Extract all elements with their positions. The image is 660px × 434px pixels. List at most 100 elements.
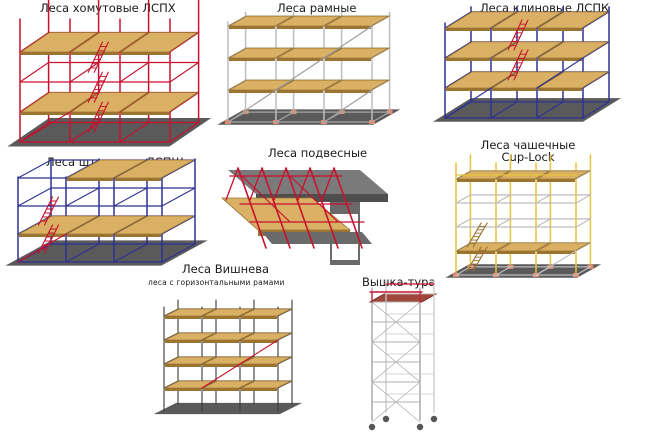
plank-edge [165, 388, 201, 391]
plank-edge [21, 52, 69, 55]
diagonal-brace [17, 233, 67, 263]
diagonal-brace [239, 339, 279, 365]
ground-slab [153, 402, 303, 415]
ladder-rail [43, 224, 60, 254]
transom [575, 242, 591, 252]
diagonal-brace [227, 89, 277, 123]
plank-edge [538, 28, 582, 31]
transom [201, 356, 217, 365]
transom [495, 218, 511, 228]
label-lspk: Леса клиновые ЛСПК [480, 1, 610, 15]
ladder-rail [87, 101, 103, 133]
transom [161, 159, 196, 179]
plank-edge [203, 388, 239, 391]
ladder-rail [466, 246, 482, 272]
ladder-rail [472, 246, 488, 272]
transom [275, 111, 295, 123]
illustration-lspsh [5, 158, 208, 266]
plank-edge [537, 179, 575, 182]
transom [536, 11, 564, 29]
plank-edge [537, 251, 575, 254]
plank-edge [538, 58, 582, 61]
plank-edge [241, 364, 277, 367]
illustration-vishneva [153, 299, 303, 415]
ladder-rail [87, 71, 103, 103]
plank-edge [241, 316, 277, 319]
tower-diagonal [371, 341, 421, 383]
ladder-rail [93, 41, 109, 73]
ladder-rail [466, 222, 482, 248]
label-cuplock-2: Cup-Lock [501, 150, 555, 164]
transom [119, 61, 150, 83]
transom [119, 91, 150, 113]
transom [575, 218, 591, 228]
transom [113, 243, 148, 263]
illustration-lspkh [7, 0, 212, 147]
transom [69, 121, 100, 143]
label-hanging: Леса подвесные [268, 146, 368, 160]
transom [490, 11, 518, 29]
illustration-lspk [433, 6, 621, 122]
transom [169, 31, 200, 53]
transom [495, 266, 511, 276]
transom [113, 215, 148, 235]
transom [19, 31, 50, 53]
transom [65, 159, 100, 179]
hanger-strut [297, 167, 311, 201]
transom [490, 101, 518, 119]
ladder-rail [37, 224, 54, 254]
transom [371, 79, 391, 91]
transom [275, 47, 295, 59]
plank-edge [277, 90, 323, 93]
ladder-rail [513, 49, 529, 81]
transom [201, 404, 217, 413]
ladder-rail [93, 101, 109, 133]
transom [371, 47, 391, 59]
plank-edge [492, 28, 536, 31]
plank-edge [229, 26, 275, 29]
plank-edge [115, 178, 161, 181]
wheel [416, 423, 424, 431]
plank-edge [325, 90, 371, 93]
illustration-frame [217, 11, 401, 125]
transom [277, 404, 293, 413]
ladder-rail [507, 49, 523, 81]
plank-edge [277, 26, 323, 29]
plank-edge [497, 179, 535, 182]
label-lspkh: Леса хомутовые ЛСПХ [40, 1, 176, 15]
transom [17, 215, 52, 235]
plank-edge [165, 316, 201, 319]
transom [277, 356, 293, 365]
plank-edge [229, 90, 275, 93]
transom [455, 194, 471, 204]
transom [575, 194, 591, 204]
wheel [368, 423, 376, 431]
diagonal-brace [535, 250, 577, 276]
transom [275, 15, 295, 27]
transom [119, 121, 150, 143]
wheel [430, 415, 438, 423]
ladder-rail [507, 19, 523, 51]
transom [490, 41, 518, 59]
transom [161, 187, 196, 207]
transom [536, 101, 564, 119]
transom [239, 380, 255, 389]
plank-edge [277, 58, 323, 61]
transom [582, 41, 610, 59]
hanger-pole [333, 167, 363, 249]
plank-edge [71, 52, 119, 55]
transom [65, 215, 100, 235]
ground-slab [217, 109, 401, 125]
ground-slab [433, 98, 621, 122]
transom [17, 187, 52, 207]
hanger-pole [237, 167, 267, 249]
plank-edge [203, 364, 239, 367]
hanger-strut [321, 167, 335, 201]
transom [19, 91, 50, 113]
label-cuplock: Леса чашечные [480, 138, 576, 152]
plank-edge [203, 316, 239, 319]
diagonal-brace [275, 57, 325, 91]
transom [65, 243, 100, 263]
diagonal-brace [201, 363, 241, 389]
